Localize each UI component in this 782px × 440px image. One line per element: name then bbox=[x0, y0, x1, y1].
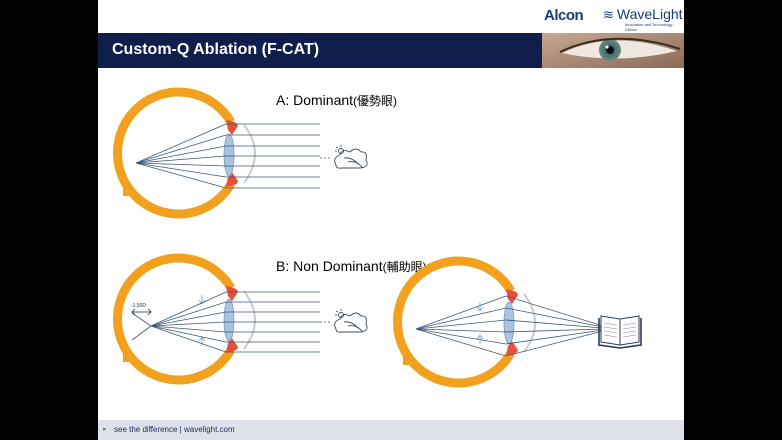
wavelight-logo: ≋ WaveLight bbox=[603, 6, 683, 22]
distant-cloud-icon bbox=[334, 145, 368, 169]
eye-b-near bbox=[393, 256, 642, 388]
footer-text: see the difference | wavelight.com bbox=[114, 425, 235, 434]
slide-title: Custom-Q Ablation (F-CAT) bbox=[112, 41, 320, 58]
eye-a-dominant bbox=[113, 87, 368, 219]
slide: Alcon ≋ WaveLight Innovation and Technol… bbox=[98, 0, 684, 440]
title-bar: Custom-Q Ablation (F-CAT) bbox=[98, 33, 684, 68]
alcon-logo: Alcon bbox=[544, 7, 584, 24]
label-non-dominant: B: Non Dominant(輔助眼) bbox=[276, 258, 427, 274]
distant-cloud-icon bbox=[334, 309, 368, 333]
eye-b-distance bbox=[113, 253, 368, 385]
top-bar: Alcon ≋ WaveLight Innovation and Technol… bbox=[98, 0, 684, 33]
footer: ▸ see the difference | wavelight.com bbox=[98, 420, 684, 440]
wave-icon: ≋ bbox=[603, 6, 614, 22]
chevron-right-icon: ▸ bbox=[103, 426, 107, 433]
label-dominant: A: Dominant(優勢眼) bbox=[276, 92, 398, 108]
wavelight-subtitle: Innovation and Technology Center bbox=[625, 22, 673, 32]
eye-photo bbox=[542, 33, 684, 68]
refraction-measure: -1.50D bbox=[131, 303, 146, 309]
eye-diagrams: -1.50D bbox=[113, 87, 642, 388]
book-icon bbox=[598, 315, 642, 349]
